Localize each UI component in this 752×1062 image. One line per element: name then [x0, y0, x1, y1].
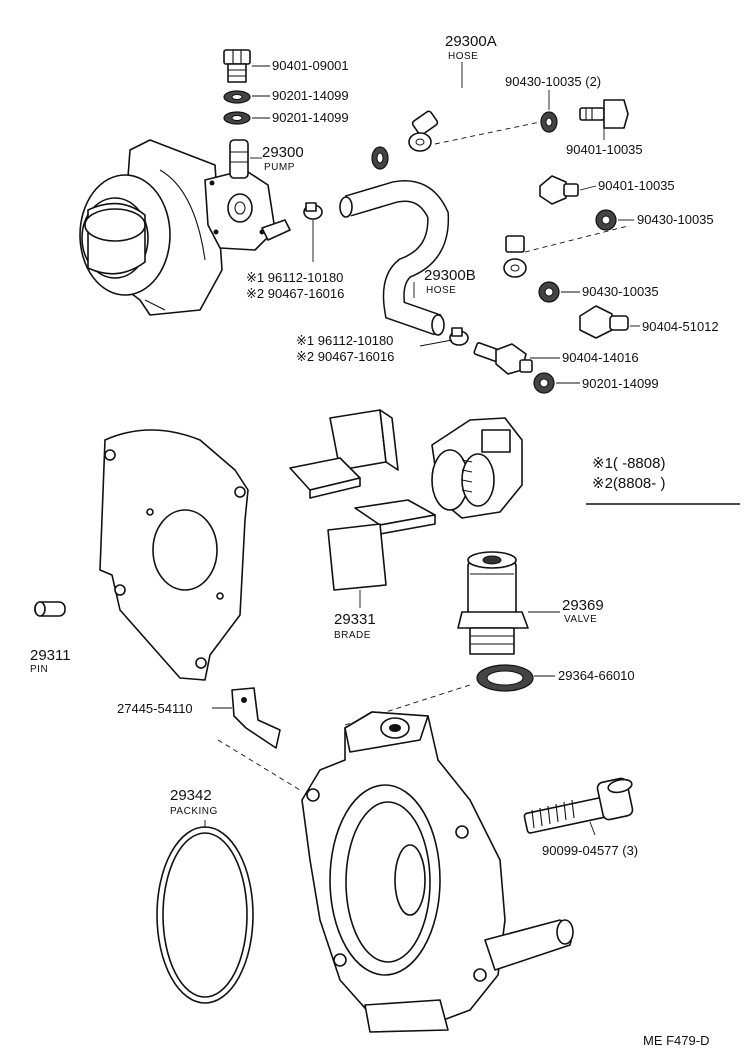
- label-clamp1-lower: ※1 96112-10180: [296, 333, 393, 348]
- hose-clamp-lower: [449, 327, 469, 346]
- hose-29300b: [339, 180, 450, 336]
- label-90099-04577: 90099-04577 (3): [542, 843, 638, 858]
- label-27445-54110: 27445-54110: [117, 701, 193, 716]
- label-pump: PUMP: [264, 162, 295, 173]
- packing-o-ring-29342: [156, 826, 254, 1004]
- label-90201-14099-a: 90201-14099: [272, 88, 349, 103]
- hose-clamp-upper: [303, 202, 323, 220]
- footer-code: ME F479-D: [643, 1033, 709, 1048]
- label-90404-51012: 90404-51012: [642, 319, 719, 334]
- label-90201-14099-b: 90201-14099: [272, 110, 349, 125]
- label-hose-a: HOSE: [448, 51, 478, 62]
- rotor: [431, 417, 523, 519]
- label-clamp1-upper: ※1 96112-10180: [246, 270, 343, 285]
- washer-90201-14099-c: [533, 372, 555, 394]
- label-hose-b: HOSE: [426, 285, 456, 296]
- label-29369: 29369: [562, 597, 604, 614]
- washer-90201-14099-a: [223, 90, 251, 104]
- label-packing: PACKING: [170, 806, 218, 817]
- alternator-body: [79, 139, 223, 316]
- washer-90201-14099-b: [223, 111, 251, 125]
- vacuum-pump-29300: [204, 139, 291, 251]
- pin-29311: [34, 601, 66, 617]
- label-90430-10035-d: 90430-10035: [582, 284, 659, 299]
- washer-90430-10035-2: [540, 111, 558, 133]
- washer-90430-10035-c: [595, 209, 617, 231]
- backing-plate: [99, 429, 249, 681]
- label-90404-14016: 90404-14016: [562, 350, 639, 365]
- date-range-notes: ※1( -8808) ※2(8808- ): [586, 455, 740, 505]
- bracket-27445-54110: [231, 687, 281, 749]
- label-90401-09001: 90401-09001: [272, 58, 349, 73]
- bolt-90401-09001: [223, 49, 251, 83]
- valve-29369: [457, 551, 529, 655]
- washer-90430-10035-d: [538, 281, 560, 303]
- washer-left-of-hose: [371, 146, 389, 170]
- note-1: ※1( -8808): [592, 455, 665, 472]
- label-90430-10035-2: 90430-10035 (2): [505, 74, 601, 89]
- label-90430-10035-c: 90430-10035: [637, 212, 714, 227]
- union-bolt-90401-10035-a: [579, 99, 629, 129]
- gasket-29364-66010: [476, 664, 534, 692]
- fitting-90404-51012: [579, 305, 629, 339]
- label-29364-66010: 29364-66010: [558, 668, 635, 683]
- label-brade: BRADE: [334, 630, 371, 641]
- fitting-90404-14016: [473, 342, 533, 375]
- union-bolt-90401-10035-b: [539, 175, 579, 205]
- label-29331: 29331: [334, 611, 376, 628]
- label-29300a: 29300A: [445, 33, 497, 50]
- label-90201-14099-c: 90201-14099: [582, 376, 659, 391]
- note-2: ※2(8808- ): [592, 475, 665, 492]
- label-90401-10035-a: 90401-10035: [566, 142, 643, 157]
- label-clamp2-upper: ※2 90467-16016: [246, 286, 344, 301]
- label-clamp2-lower: ※2 90467-16016: [296, 349, 394, 364]
- label-29342: 29342: [170, 787, 212, 804]
- pump-housing: [301, 711, 574, 1033]
- vanes-29331: [289, 409, 436, 591]
- label-pin: PIN: [30, 664, 48, 675]
- label-29300: 29300: [262, 144, 304, 161]
- bolt-90099-04577: [523, 777, 634, 834]
- label-valve: VALVE: [564, 614, 597, 625]
- label-90401-10035-b: 90401-10035: [598, 178, 675, 193]
- label-29300b: 29300B: [424, 267, 476, 284]
- label-29311: 29311: [30, 647, 71, 664]
- hose-29300a: [408, 88, 527, 278]
